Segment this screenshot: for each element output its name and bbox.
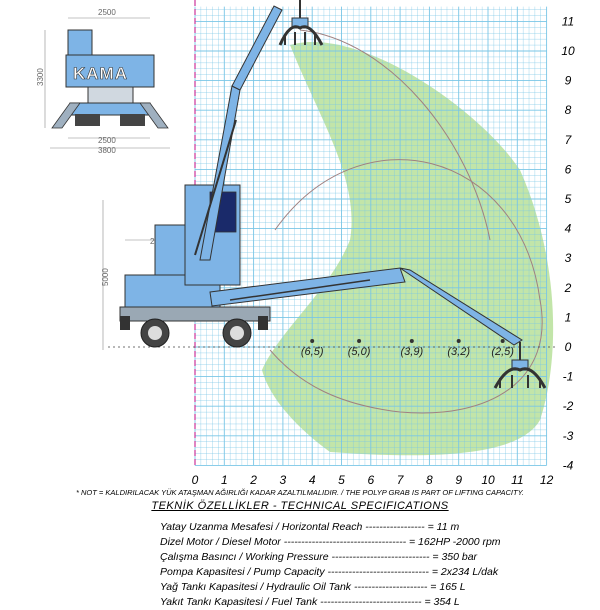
y-tick-label: -2 xyxy=(563,399,574,413)
outer-reach-arc xyxy=(269,159,543,414)
y-tick-label: 5 xyxy=(565,192,572,206)
x-tick-label: 7 xyxy=(397,473,405,487)
y-tick-label: -4 xyxy=(563,458,574,472)
x-tick-label: 2 xyxy=(249,473,257,487)
capacity-label: (2,5) xyxy=(491,346,514,358)
y-tick-label: -1 xyxy=(563,370,574,384)
y-tick-label: 0 xyxy=(565,340,572,354)
x-tick-label: 1 xyxy=(221,473,228,487)
extended-boom xyxy=(209,267,547,389)
inner-reach-arc xyxy=(299,29,491,241)
spec-row: Çalışma Basıncı / Working Pressure -----… xyxy=(160,551,478,563)
capacity-label: (6,5) xyxy=(301,346,324,358)
x-tick-label: 5 xyxy=(338,473,345,487)
capacity-label: (5,0) xyxy=(348,346,371,358)
specs-list: Yatay Uzanma Mesafesi / Horizontal Reach… xyxy=(160,520,600,610)
x-tick-label: 10 xyxy=(481,473,495,487)
x-tick-label: 6 xyxy=(367,473,374,487)
front-view: 2500 3300 KAMA 2500 3800 xyxy=(36,8,170,155)
spec-row: Yatay Uzanma Mesafesi / Horizontal Reach… xyxy=(160,521,460,533)
raised-grab xyxy=(278,0,324,46)
capacity-marker xyxy=(357,339,362,343)
raised-boom xyxy=(194,0,324,261)
spec-row: Dizel Motor / Diesel Motor -------------… xyxy=(160,536,501,548)
extended-grab xyxy=(493,342,547,389)
capacity-label: (3,2) xyxy=(447,346,470,358)
specs-title: TEKNİK ÖZELLİKLER - TECHNICAL SPECIFICAT… xyxy=(151,500,449,512)
brand-logo: KAMA xyxy=(73,64,128,83)
x-tick-label: 8 xyxy=(426,473,433,487)
y-tick-label: 7 xyxy=(565,133,573,147)
front-top-width: 2500 xyxy=(98,8,116,17)
side-view-machine: 5000 2800 xyxy=(101,184,271,350)
grid xyxy=(194,6,548,466)
front-bottom-width-inner: 2500 xyxy=(98,136,116,145)
y-tick-label: 6 xyxy=(565,162,572,176)
capacity-marker xyxy=(310,339,315,343)
capacity-points: (6,5) (5,0) (3,9) (3,2) (2,5) xyxy=(301,339,514,358)
lifting-zone xyxy=(262,42,554,456)
front-bottom-width-outer: 3800 xyxy=(98,146,116,155)
y-tick-label: 3 xyxy=(565,251,572,265)
capacity-marker xyxy=(409,339,414,343)
x-tick-label: 9 xyxy=(455,473,462,487)
capacity-note: * NOT = KALDIRILACAK YÜK ATAŞMAN AĞIRLIĞ… xyxy=(76,488,524,497)
x-tick-label: 12 xyxy=(540,473,554,487)
side-height: 5000 xyxy=(101,268,110,286)
x-tick-label: 0 xyxy=(192,473,199,487)
x-tick-label: 11 xyxy=(511,473,523,487)
spec-row: Yağ Tankı Kapasitesi / Hydraulic Oil Tan… xyxy=(160,581,466,593)
y-tick-label: 2 xyxy=(564,281,572,295)
y-tick-label: 9 xyxy=(565,74,572,88)
capacity-label: (3,9) xyxy=(401,346,424,358)
x-tick-label: 3 xyxy=(280,473,287,487)
y-tick-label: 1 xyxy=(565,310,572,324)
capacity-marker xyxy=(500,339,505,343)
spec-row: Pompa Kapasitesi / Pump Capacity -------… xyxy=(160,566,499,578)
y-tick-label: 11 xyxy=(562,14,574,28)
front-height: 3300 xyxy=(36,68,45,86)
x-tick-label: 4 xyxy=(309,473,316,487)
capacity-marker xyxy=(456,339,461,343)
y-tick-label: 8 xyxy=(565,103,572,117)
spec-row: Yakıt Tankı Kapasitesi / Fuel Tank -----… xyxy=(160,596,460,608)
y-tick-label: -3 xyxy=(563,429,574,443)
y-tick-label: 10 xyxy=(561,44,575,58)
y-tick-label: 4 xyxy=(565,222,572,236)
